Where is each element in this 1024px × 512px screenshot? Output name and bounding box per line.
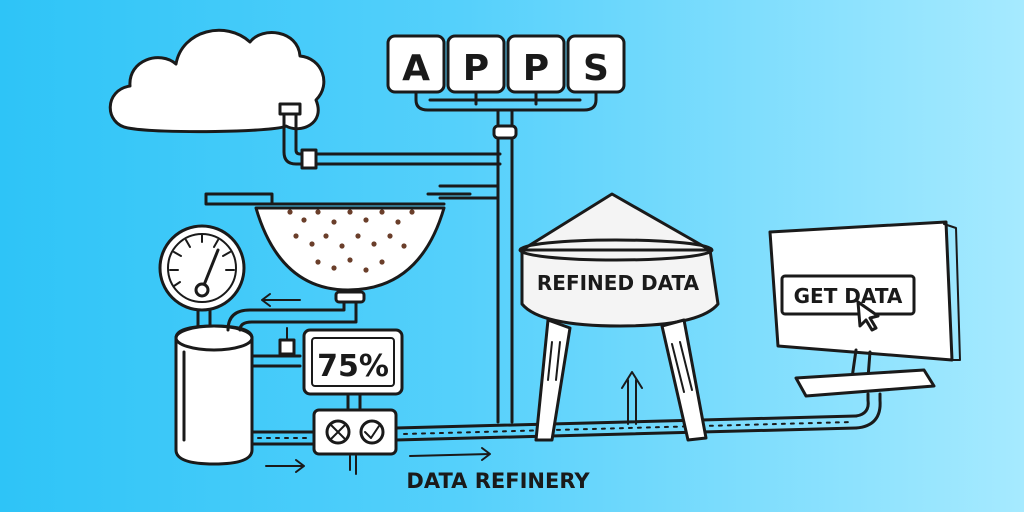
diagram-caption: DATA REFINERY (406, 469, 590, 493)
apps-letter-a: A (402, 48, 430, 89)
get-data-button-label: GET DATA (794, 284, 903, 308)
apps-tile-s: S (566, 34, 626, 94)
mouse-cursor-icon (856, 300, 880, 332)
cloud-pipe (278, 102, 502, 170)
apps-tile-a: A (386, 34, 446, 94)
gauge-readout: 75% (317, 349, 389, 384)
pressure-gauge-icon (158, 224, 246, 332)
refined-data-tank: REFINED DATA (518, 192, 720, 442)
cloud-icon (108, 28, 326, 134)
data-droplets (287, 209, 415, 273)
control-box (312, 408, 398, 475)
colander-feed-pipe (438, 184, 500, 200)
flow-arrow-right-icon (265, 459, 305, 473)
conveyor-belt (250, 392, 882, 446)
apps-sign: A P P S (386, 34, 626, 94)
percent-display: 75% (302, 328, 404, 410)
main-vertical-pipe (496, 136, 514, 424)
side-valve (250, 327, 302, 368)
filter-bowl (204, 192, 472, 302)
apps-tile-p1: P (446, 34, 506, 94)
get-data-button[interactable]: GET DATA (780, 274, 916, 316)
boiler-to-bowl-pipe (226, 290, 366, 332)
boiler-tank (174, 324, 254, 466)
flow-arrow-right-icon-2 (409, 447, 491, 461)
apps-manifold (414, 90, 598, 140)
apps-letter-s: S (583, 48, 609, 89)
flow-arrow-left-icon (261, 293, 301, 307)
apps-tile-p2: P (506, 34, 566, 94)
apps-letter-p1: P (463, 48, 489, 89)
apps-letter-p2: P (523, 48, 549, 89)
tank-label: REFINED DATA (537, 271, 700, 295)
